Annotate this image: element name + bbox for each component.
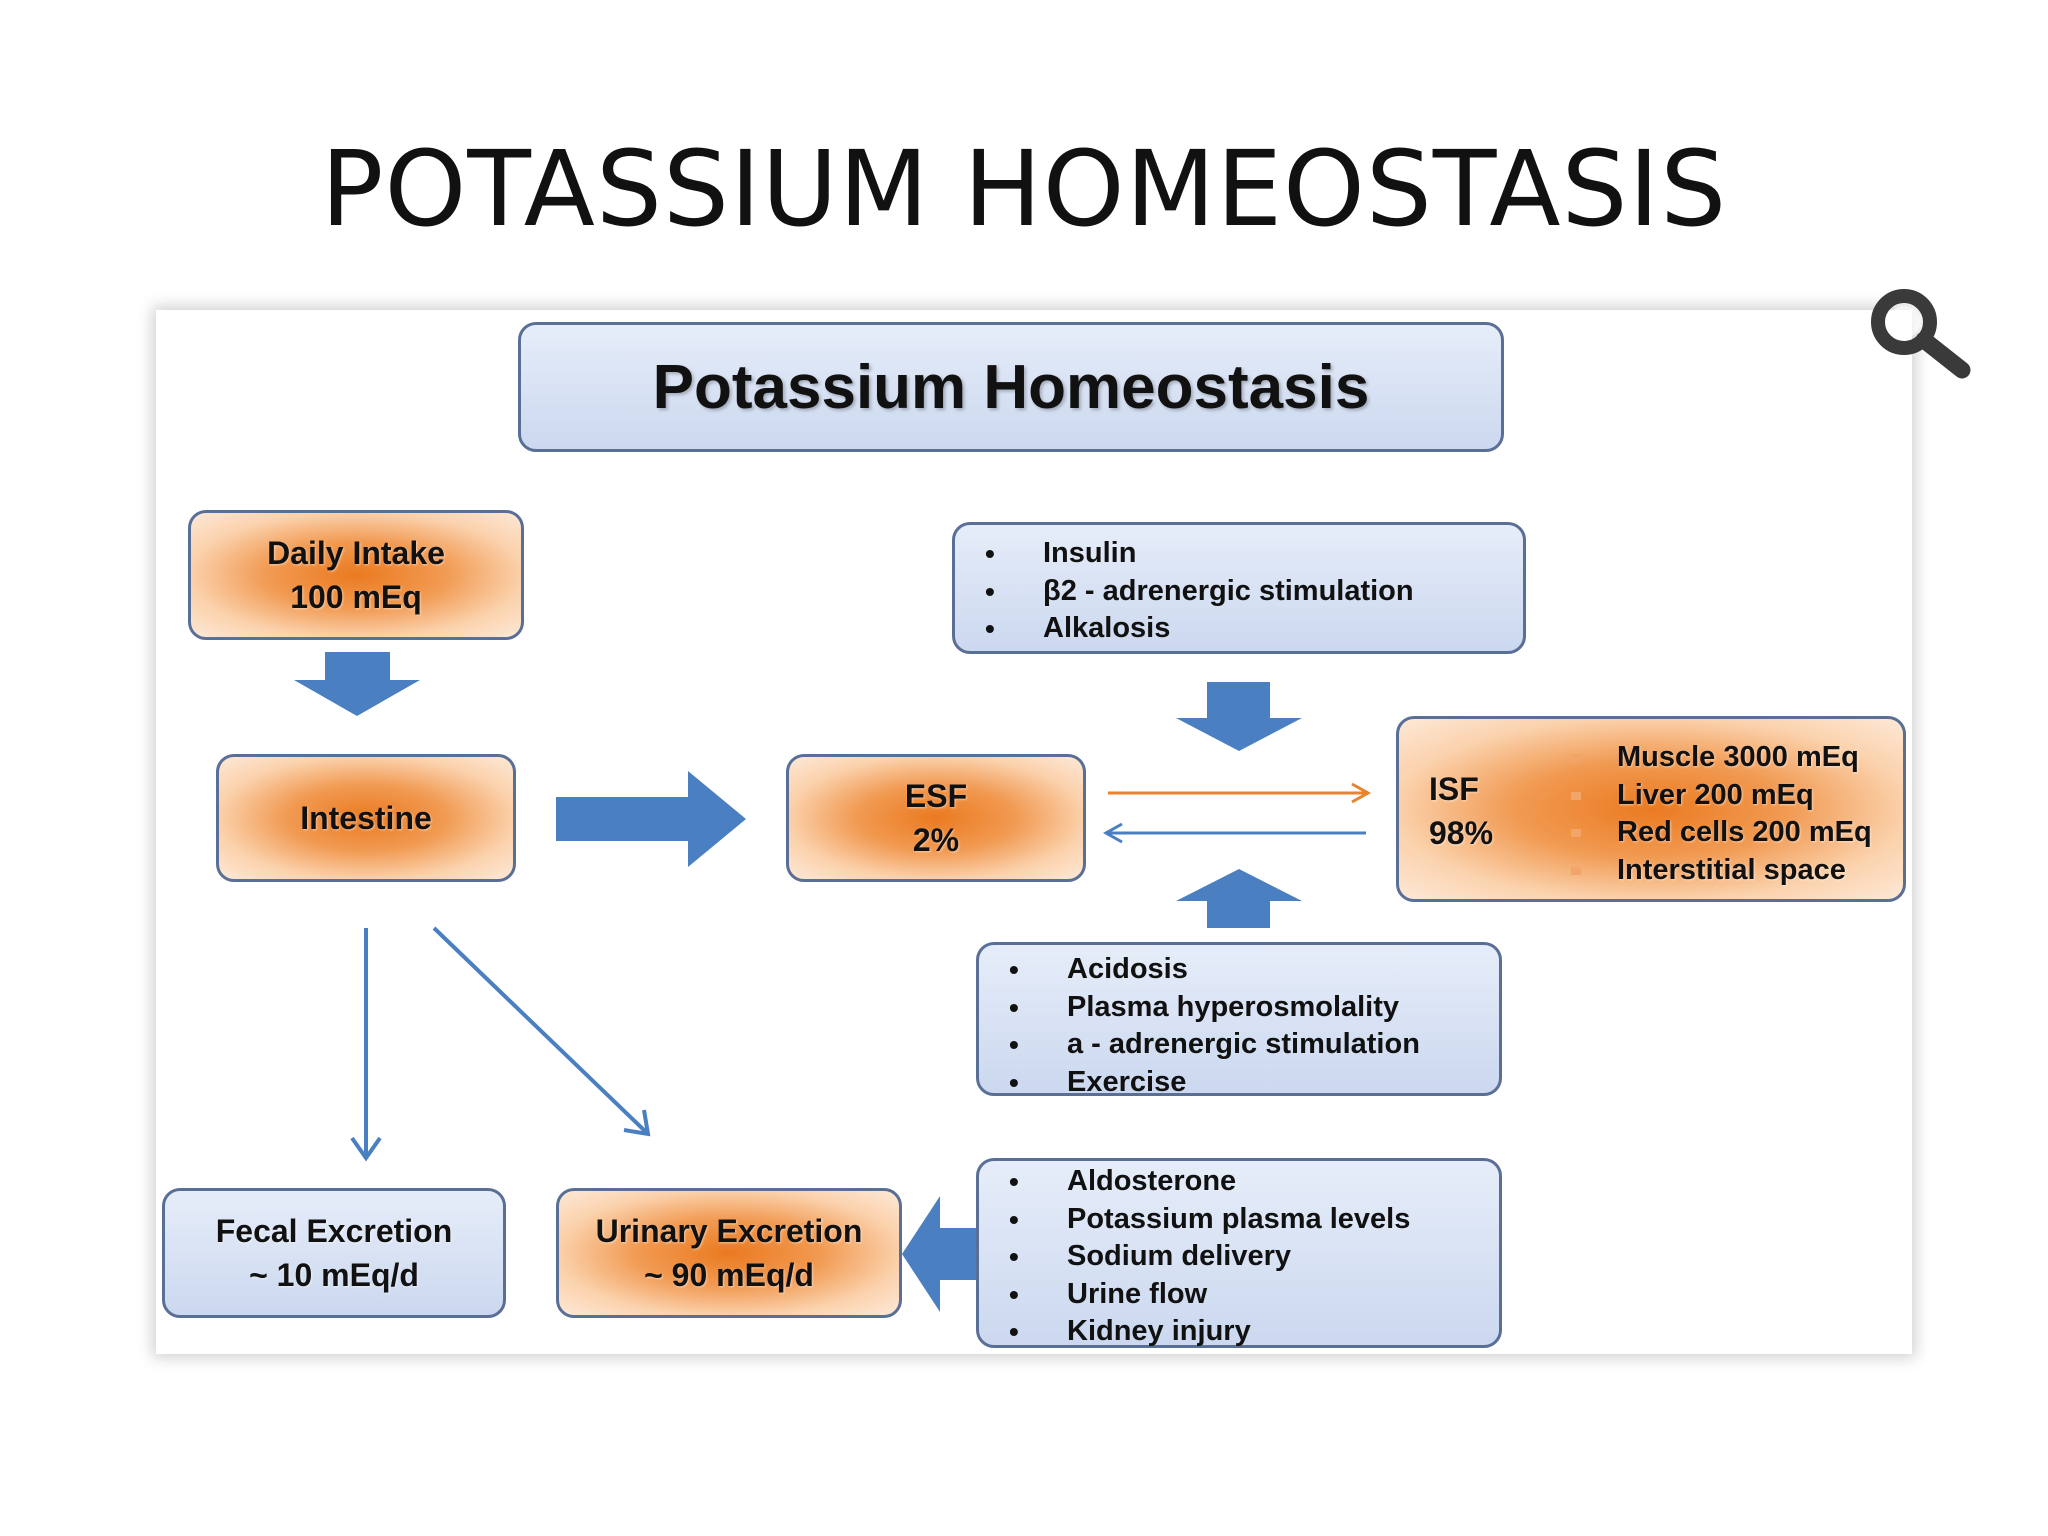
magnifier-icon[interactable] — [1852, 282, 1982, 382]
isf-compartment-list: Muscle 3000 mEq Liver 200 mEq Red cells … — [1549, 739, 1872, 889]
esf-label: ESF — [904, 778, 968, 814]
renal-factor: Aldosterone — [979, 1163, 1410, 1201]
isf-percent: 98% — [1429, 815, 1494, 851]
isf-label: ISF — [1429, 771, 1479, 807]
renal-factor: Kidney injury — [979, 1313, 1410, 1351]
intestine-to-urinary-arrow — [432, 926, 648, 1134]
fecal-excretion-label: Fecal Excretion — [215, 1213, 453, 1249]
release-up-arrow — [1176, 869, 1302, 928]
renal-factor: Potassium plasma levels — [979, 1201, 1410, 1239]
daily-intake-node: Daily Intake 100 mEq — [188, 510, 524, 640]
release-factor: Exercise — [979, 1064, 1420, 1102]
release-factor: Plasma hyperosmolality — [979, 989, 1420, 1027]
daily-intake-label: Daily Intake — [267, 535, 445, 571]
uptake-factor: β2 - adrenergic stimulation — [955, 573, 1414, 611]
release-factor: Acidosis — [979, 951, 1420, 989]
renal-factors-list: Aldosterone Potassium plasma levels Sodi… — [979, 1163, 1410, 1351]
fecal-excretion-value: ~ 10 mEq/d — [249, 1257, 419, 1293]
daily-intake-value: 100 mEq — [290, 579, 422, 615]
uptake-factors-list: Insulin β2 - adrenergic stimulation Alka… — [955, 535, 1414, 648]
uptake-factor: Alkalosis — [955, 610, 1414, 648]
isf-item: Muscle 3000 mEq — [1549, 739, 1872, 777]
esf-percent: 2% — [912, 822, 960, 858]
fecal-excretion-node: Fecal Excretion ~ 10 mEq/d — [162, 1188, 506, 1318]
intestine-label: Intestine — [300, 800, 432, 836]
intestine-node: Intestine — [216, 754, 516, 882]
renal-factors-box: Aldosterone Potassium plasma levels Sodi… — [976, 1158, 1502, 1351]
isf-title: ISF 98% — [1429, 767, 1493, 855]
slide-title: POTASSIUM HOMEOSTASIS — [320, 128, 1728, 250]
uptake-factors-box: Insulin β2 - adrenergic stimulation Alka… — [952, 522, 1526, 654]
diagram-heading-box: Potassium Homeostasis — [518, 322, 1504, 452]
intake-to-intestine-arrow — [294, 652, 420, 716]
urinary-excretion-value: ~ 90 mEq/d — [644, 1257, 814, 1293]
renal-factor: Sodium delivery — [979, 1238, 1410, 1276]
renal-factors-to-urinary-arrow — [902, 1196, 976, 1312]
diagram-heading: Potassium Homeostasis — [652, 352, 1370, 422]
release-factor: a - adrenergic stimulation — [979, 1026, 1420, 1064]
isf-item: Liver 200 mEq — [1549, 777, 1872, 815]
intestine-to-esf-arrow — [556, 771, 746, 867]
urinary-excretion-node: Urinary Excretion ~ 90 mEq/d — [556, 1188, 902, 1318]
renal-factor: Urine flow — [979, 1276, 1410, 1314]
uptake-factor: Insulin — [955, 535, 1414, 573]
urinary-excretion-label: Urinary Excretion — [595, 1213, 863, 1249]
isf-item: Interstitial space — [1549, 852, 1872, 890]
isf-item: Red cells 200 mEq — [1549, 814, 1872, 852]
esf-node: ESF 2% — [786, 754, 1086, 882]
isf-node: ISF 98% Muscle 3000 mEq Liver 200 mEq Re… — [1396, 716, 1906, 902]
uptake-down-arrow — [1176, 682, 1302, 751]
release-factors-list: Acidosis Plasma hyperosmolality a - adre… — [979, 951, 1420, 1101]
release-factors-box: Acidosis Plasma hyperosmolality a - adre… — [976, 942, 1502, 1101]
